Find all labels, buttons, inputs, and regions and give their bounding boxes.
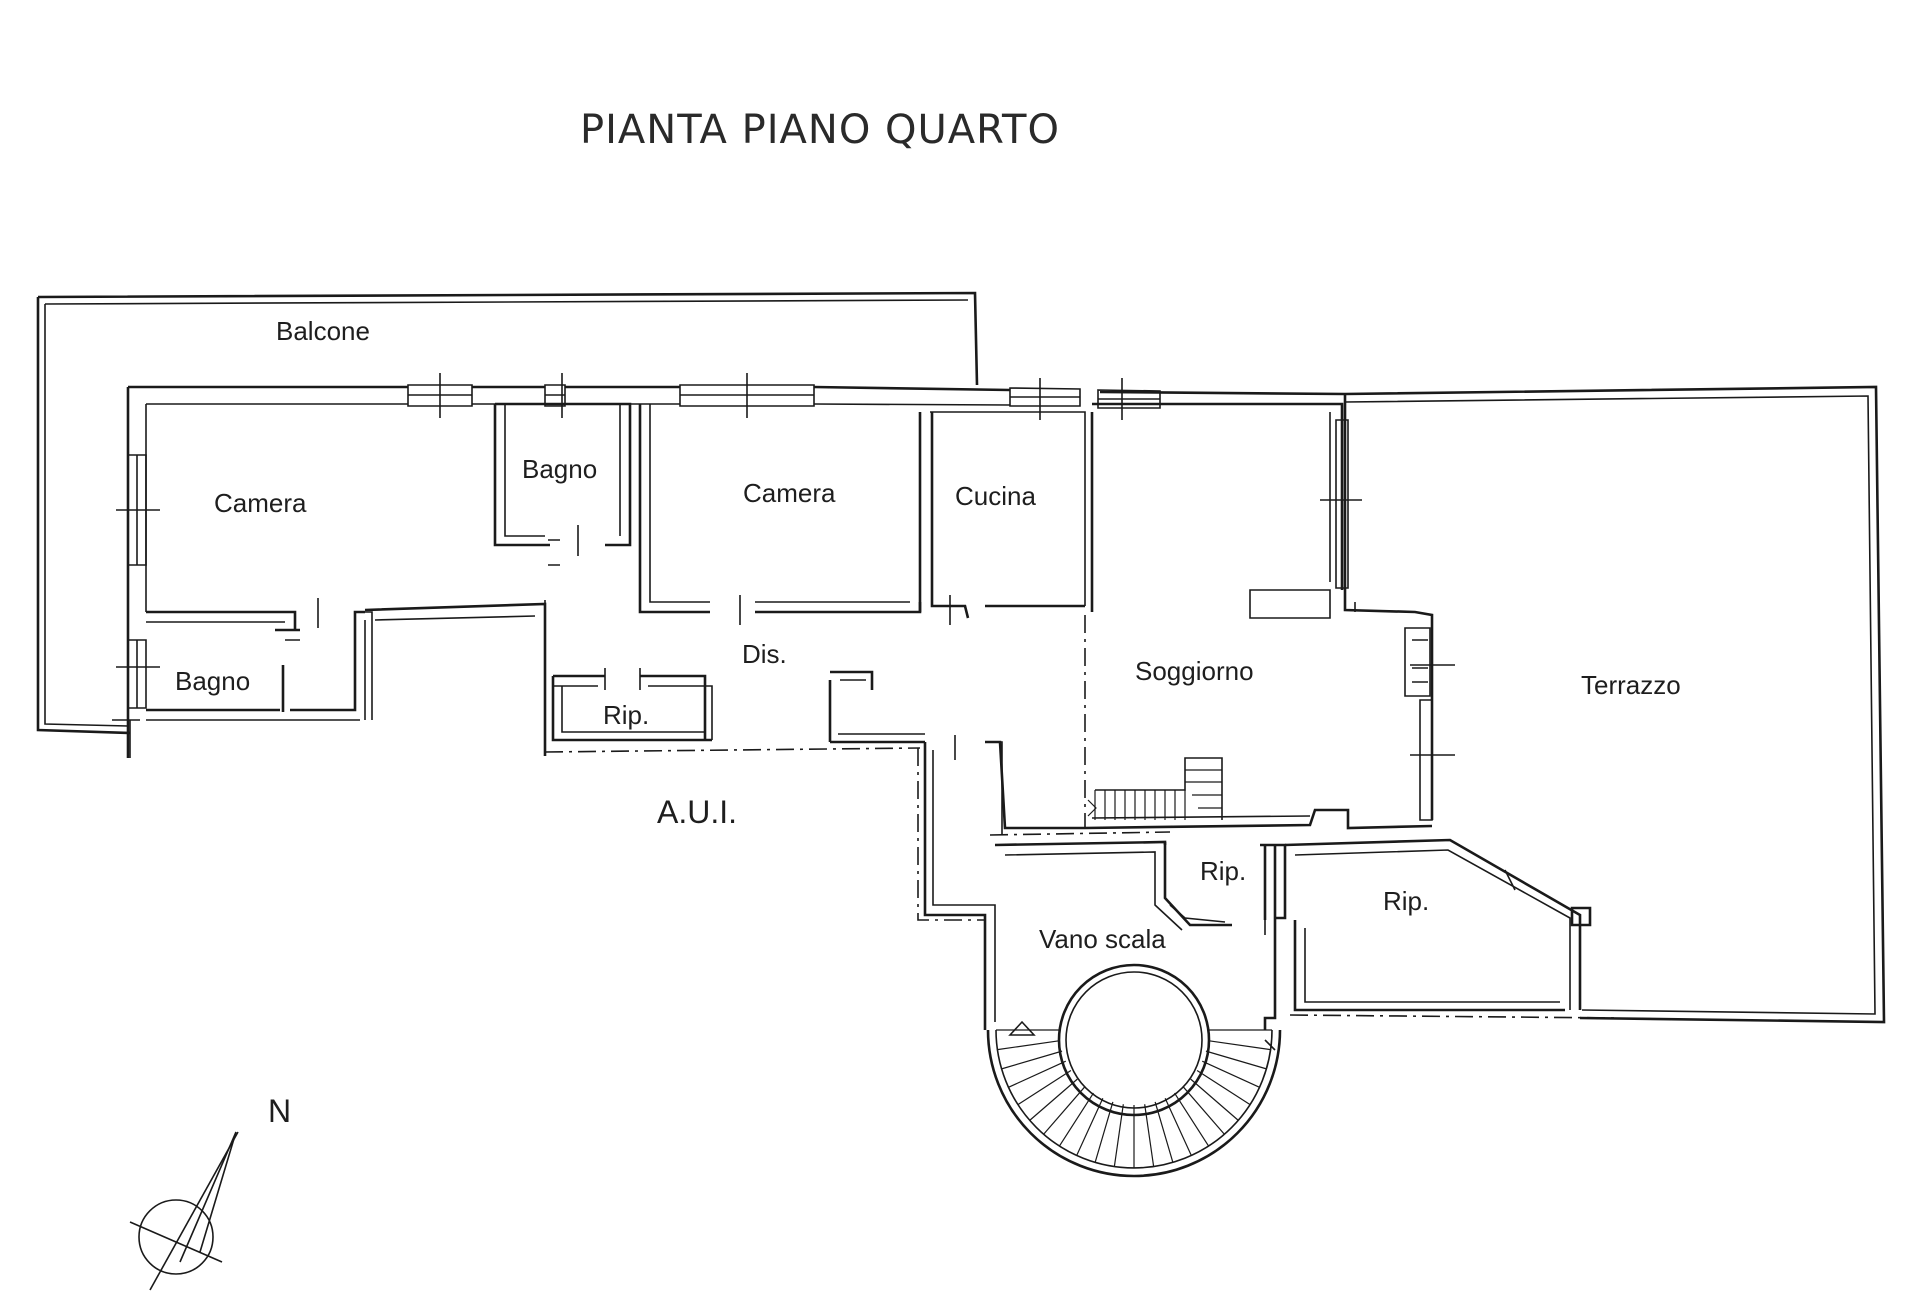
spiral-step	[1058, 1092, 1094, 1147]
spiral-step	[1001, 1050, 1063, 1070]
spiral-step	[1043, 1086, 1086, 1135]
spiral-step	[997, 1040, 1060, 1051]
spiral-step	[1094, 1101, 1114, 1163]
room-label-rip-2: Rip.	[1200, 856, 1246, 886]
room-label-rip-1: Rip.	[603, 700, 649, 730]
spiral-step	[1008, 1060, 1067, 1088]
room-label-dis: Dis.	[742, 639, 787, 669]
room-label-soggiorno: Soggiorno	[1135, 656, 1254, 686]
spiral-step	[1174, 1092, 1210, 1147]
north-arrow-icon: N	[129, 1093, 291, 1291]
north-label: N	[268, 1093, 291, 1129]
room-label-rip-3: Rip.	[1383, 886, 1429, 916]
room-label-bagno-2: Bagno	[175, 666, 250, 696]
spiral-step	[1208, 1040, 1271, 1051]
spiral-steps	[996, 1029, 1272, 1168]
spiral-step	[1017, 1070, 1072, 1106]
room-label-camera-1: Camera	[214, 488, 307, 518]
room-label-cucina: Cucina	[955, 481, 1036, 511]
spiral-step	[1201, 1060, 1260, 1088]
spiral-step	[1205, 1050, 1267, 1070]
room-label-bagno-1: Bagno	[522, 454, 597, 484]
spiral-step	[1182, 1086, 1225, 1135]
spiral-step	[1113, 1104, 1124, 1167]
plan-title: PIANTA PIANO QUARTO	[580, 107, 1060, 153]
room-label-aui: A.U.I.	[657, 794, 737, 830]
spiral-step	[1144, 1104, 1155, 1167]
room-label-balcone: Balcone	[276, 316, 370, 346]
spiral-step	[1164, 1097, 1192, 1156]
balcony-outline	[36, 291, 979, 735]
room-label-vano-scala: Vano scala	[1039, 924, 1166, 954]
spiral-step	[1029, 1078, 1078, 1121]
spiral-step	[1190, 1078, 1239, 1121]
spiral-step	[1076, 1097, 1104, 1156]
room-label-terrazzo: Terrazzo	[1581, 670, 1681, 700]
spiral-step	[1196, 1070, 1251, 1106]
tick-marks	[112, 373, 1455, 935]
spiral-step	[1154, 1101, 1174, 1163]
room-label-camera-2: Camera	[743, 478, 836, 508]
